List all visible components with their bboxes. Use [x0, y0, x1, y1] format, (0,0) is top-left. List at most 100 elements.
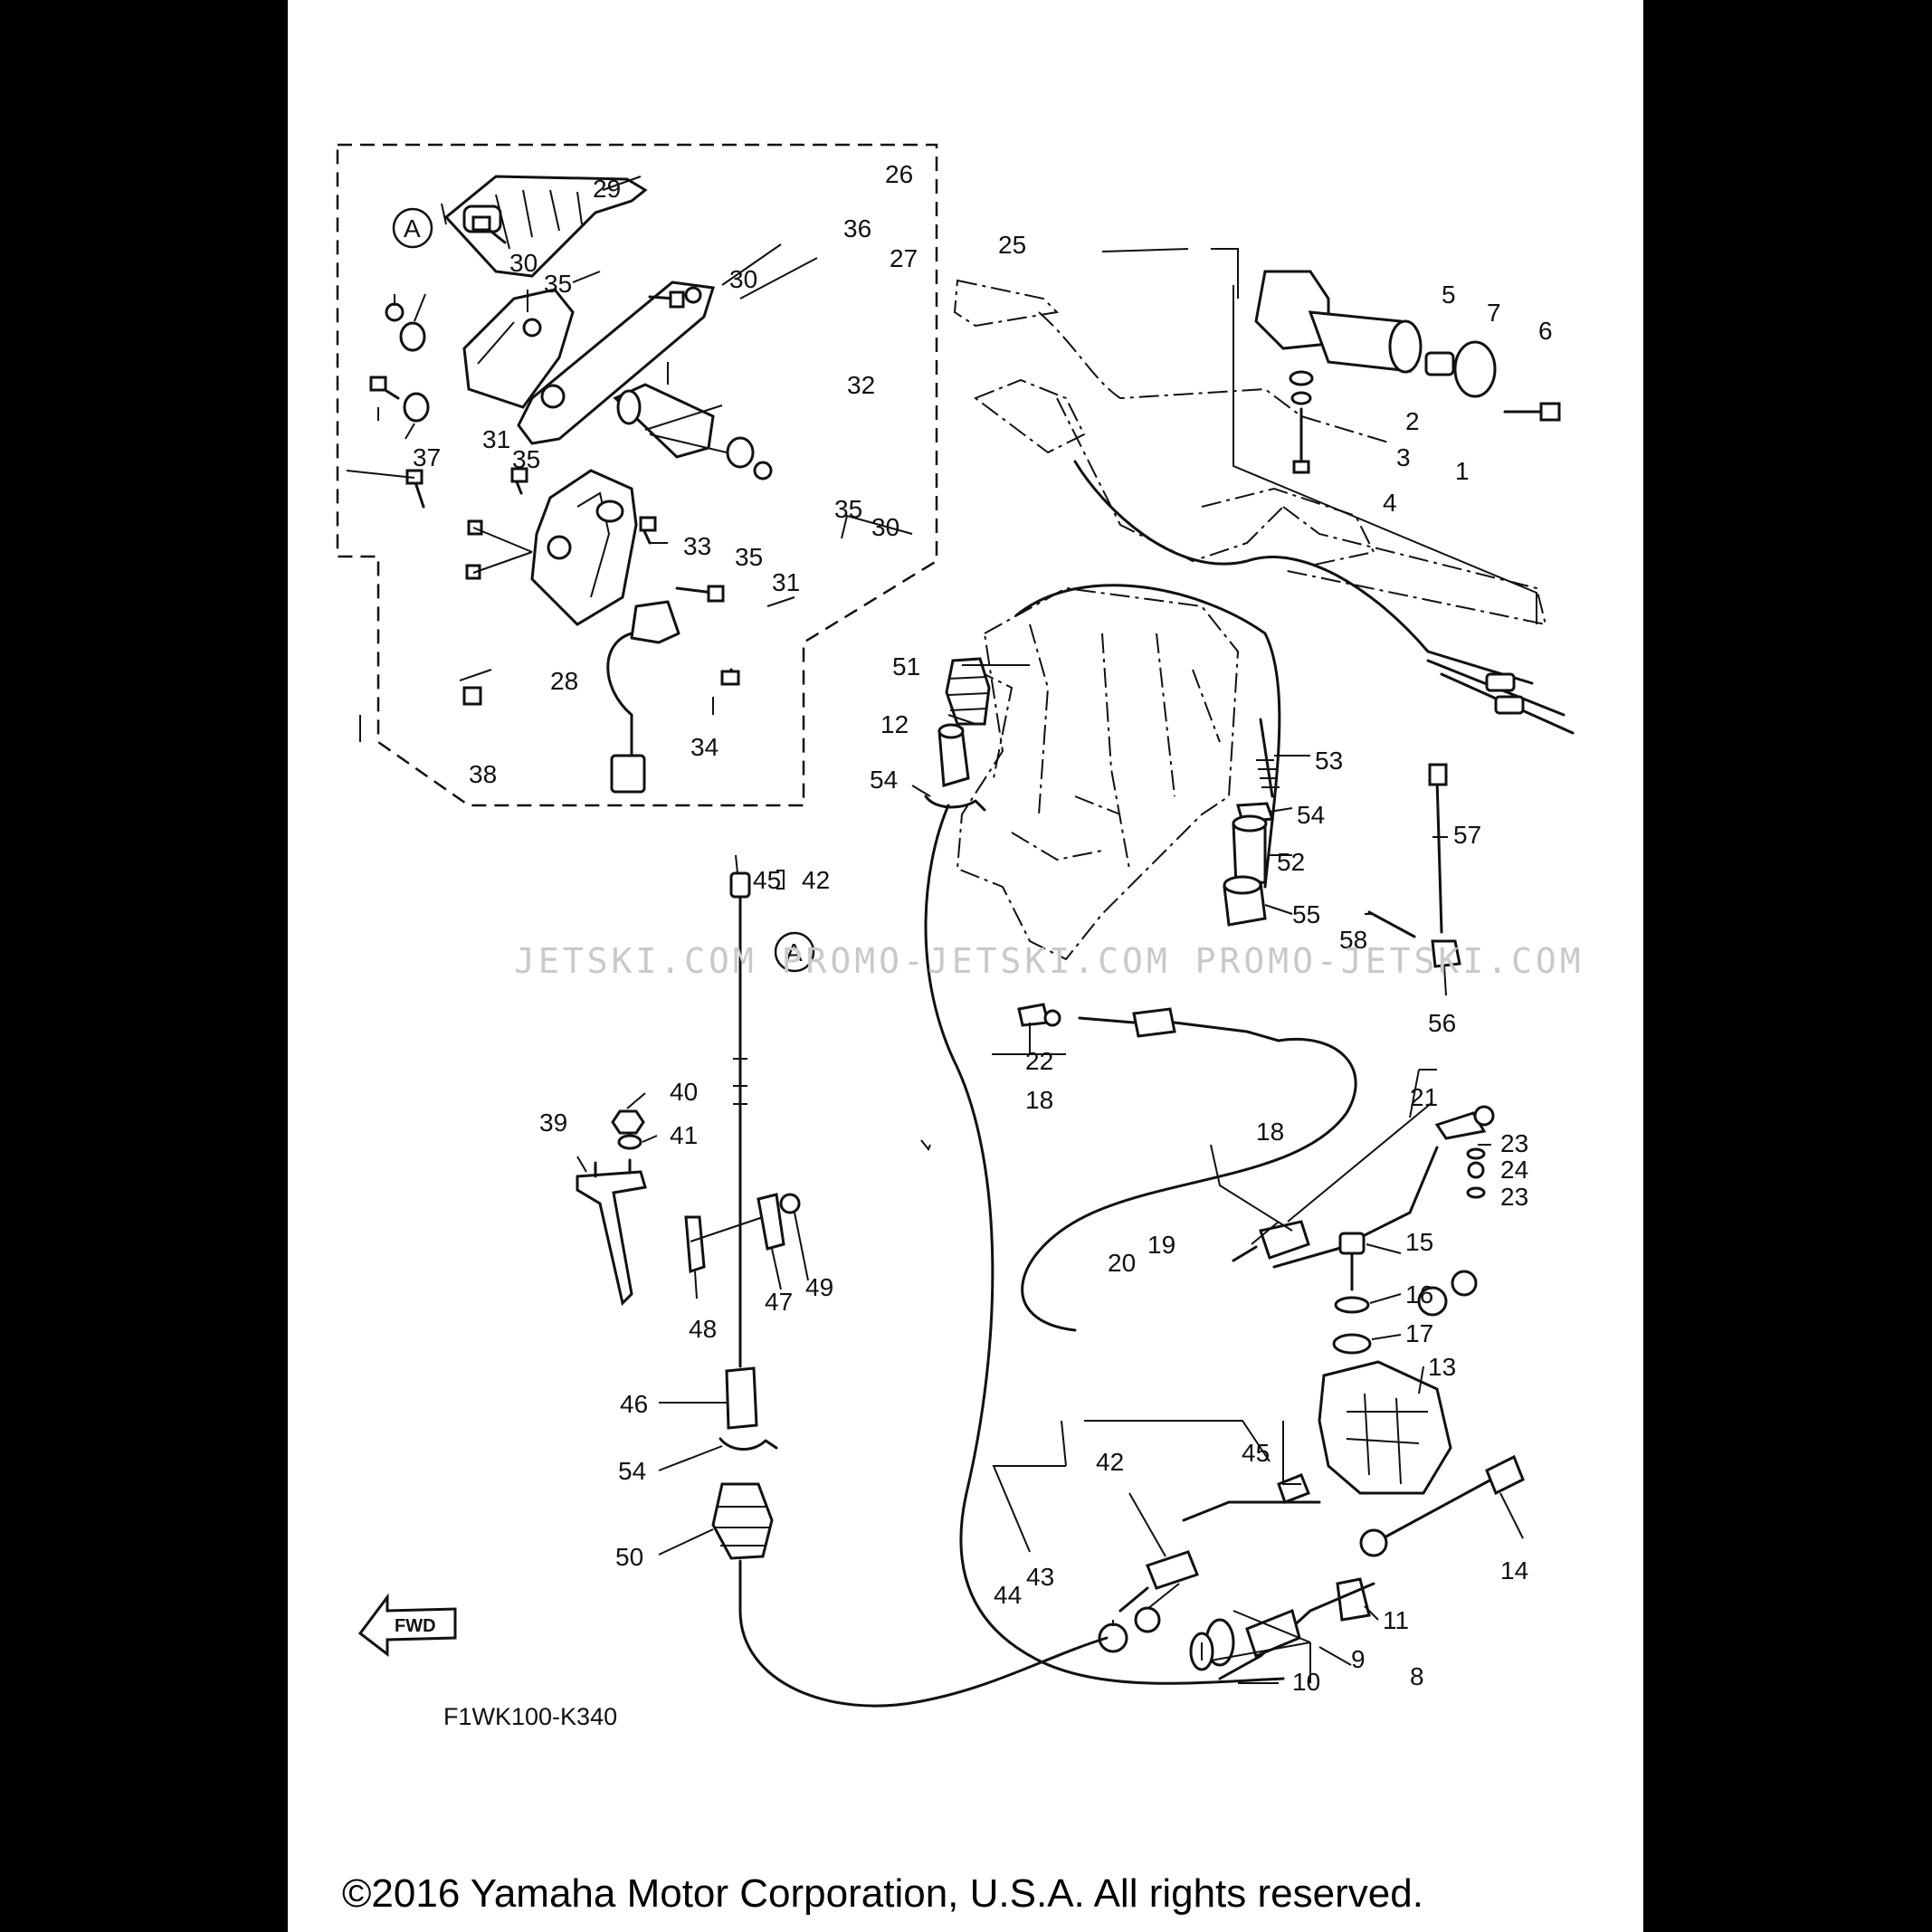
- callout-54-top: 54: [870, 766, 898, 794]
- callout-18-upper: 18: [1256, 1118, 1284, 1146]
- part-22-joint: [1017, 1003, 1061, 1027]
- callout-58: 58: [1339, 926, 1367, 954]
- part-42-cable-lower: [1118, 1500, 1321, 1613]
- handlebar: [953, 279, 1547, 626]
- callout-55: 55: [1292, 900, 1320, 928]
- part-28-switch: [606, 600, 680, 794]
- callout-35-left: 35: [512, 445, 540, 473]
- part-14-sensor: [1359, 1454, 1525, 1557]
- part-55-bush: [1223, 875, 1267, 927]
- callout-52: 52: [1277, 848, 1305, 876]
- callout-48: 48: [689, 1315, 717, 1343]
- part-23-washer-b: [1466, 1186, 1486, 1199]
- callout-31-right: 31: [772, 568, 800, 596]
- ref-mark-a-mid-label: A: [785, 938, 803, 966]
- box-fasteners: [369, 215, 773, 706]
- callout-56: 56: [1428, 1009, 1456, 1037]
- callout-42-top: 42: [802, 866, 830, 894]
- callout-30-left: 30: [509, 249, 538, 277]
- part-12-sleeve: [937, 723, 970, 787]
- callout-6: 6: [1538, 317, 1553, 345]
- callout-15: 15: [1405, 1228, 1433, 1256]
- callout-29: 29: [593, 175, 621, 203]
- part-17-washer: [1332, 1333, 1372, 1355]
- part-shaft: [613, 383, 728, 459]
- part-21-ball-joint: [1434, 1105, 1495, 1140]
- part-46-sleeve: [725, 1366, 758, 1430]
- callout-10: 10: [1292, 1668, 1320, 1696]
- callout-54-bottom: 54: [618, 1457, 646, 1485]
- part-11-clip: [1336, 1577, 1371, 1622]
- callout-17: 17: [1405, 1319, 1433, 1347]
- callout-7: 7: [1487, 299, 1501, 327]
- callout-12: 12: [880, 710, 909, 738]
- part-20-nut: [1417, 1286, 1448, 1317]
- part-43-washer: [1134, 1606, 1161, 1633]
- ref-mark-a-top-label: A: [404, 214, 421, 243]
- part-1-grip-assembly: [1232, 270, 1561, 624]
- diagram-code: F1WK100-K340: [443, 1703, 618, 1730]
- part-50-boot: [711, 1482, 774, 1560]
- callout-20: 20: [1108, 1249, 1136, 1277]
- callout-32: 32: [847, 371, 875, 399]
- callout-34: 34: [690, 733, 719, 761]
- callout-23-bottom: 23: [1500, 1183, 1528, 1211]
- callout-44: 44: [994, 1581, 1022, 1609]
- callout-11: 11: [1383, 1606, 1409, 1634]
- callout-2: 2: [1405, 407, 1420, 435]
- callout-43: 43: [1026, 1563, 1054, 1591]
- callout-13: 13: [1428, 1353, 1456, 1381]
- part-56-clip: [1431, 939, 1461, 968]
- callout-27: 27: [890, 244, 918, 272]
- callout-41: 41: [670, 1121, 698, 1149]
- part-lower-housing: [530, 469, 638, 626]
- callout-47: 47: [765, 1288, 793, 1316]
- callout-21: 21: [1410, 1083, 1438, 1111]
- callout-16: 16: [1405, 1280, 1433, 1309]
- bracket-45-42: [776, 870, 785, 890]
- ref-mark-a-mid: A: [774, 931, 815, 973]
- part-49-bolt: [779, 1193, 801, 1214]
- callout-30-right: 30: [871, 513, 899, 541]
- throttle-cables: [1014, 460, 1575, 889]
- part-27-arm: [517, 281, 715, 445]
- left-vertical-cable: [729, 871, 751, 1368]
- part-13-housing: [1318, 1360, 1452, 1495]
- callout-45-lower: 45: [1242, 1439, 1270, 1467]
- callout-8: 8: [1410, 1662, 1424, 1690]
- part-48-pin: [690, 1216, 764, 1242]
- callout-51: 51: [892, 652, 920, 680]
- parts-diagram: A A FWD: [336, 143, 1575, 1708]
- part-58-pin: [1367, 910, 1416, 938]
- main-cable-loop: [924, 804, 1285, 1685]
- callout-26: 26: [885, 160, 913, 188]
- callout-35-bottom: 35: [735, 543, 763, 571]
- callout-3: 3: [1396, 443, 1411, 471]
- cable-to-44: [738, 1559, 1109, 1708]
- part-24-nut: [1467, 1161, 1485, 1179]
- callout-35-right: 35: [834, 495, 862, 523]
- part-53-rod: [1256, 718, 1280, 798]
- callout-31-left: 31: [482, 425, 510, 453]
- part-54-clamp-lower: [719, 1437, 778, 1451]
- part-15-bolt: [1338, 1232, 1366, 1291]
- part-39-bracket: [576, 1158, 647, 1306]
- part-51-boot: [945, 657, 991, 726]
- part-47-plate: [757, 1193, 785, 1251]
- callout-40: 40: [670, 1078, 698, 1106]
- callout-labels: 1 2 3 4 5 6 7 8 9 10 11 12 13 14 15 16 1…: [413, 160, 1553, 1696]
- diagram-sheet: A A FWD: [288, 0, 1643, 1932]
- callout-1: 1: [1455, 457, 1470, 485]
- callout-53: 53: [1315, 747, 1343, 775]
- callout-leaders: [346, 176, 1524, 1684]
- callout-42-lower: 42: [1096, 1448, 1124, 1476]
- fwd-arrow: FWD: [357, 1593, 457, 1658]
- ref-mark-a-top: A: [392, 207, 433, 249]
- copyright-notice: ©2016 Yamaha Motor Corporation, U.S.A. A…: [342, 1871, 1423, 1916]
- part-23-washer-a: [1466, 1147, 1486, 1160]
- callout-57: 57: [1453, 821, 1481, 849]
- group-box-25: [336, 143, 938, 807]
- callout-38: 38: [469, 760, 497, 788]
- part-48-plate: [684, 1215, 706, 1274]
- callout-9: 9: [1351, 1645, 1366, 1673]
